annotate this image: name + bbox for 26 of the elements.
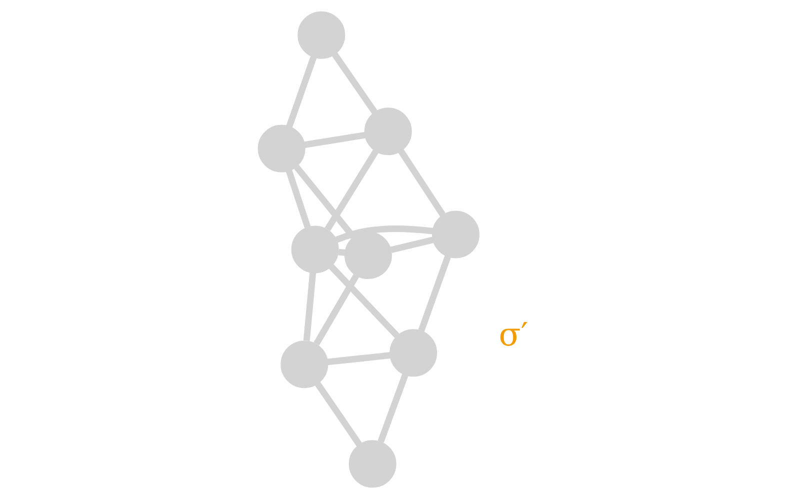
node-circle: [390, 329, 438, 377]
connector: [303, 272, 316, 342]
node-circle: [298, 11, 346, 59]
connector: [324, 150, 378, 232]
node-circle: [291, 226, 339, 274]
connector: [332, 52, 378, 114]
label: σ′: [498, 316, 528, 354]
node-circle: [364, 108, 412, 156]
connector: [314, 274, 360, 346]
node-circle: [344, 232, 392, 280]
connector: [418, 255, 451, 332]
connector: [286, 170, 311, 228]
connector: [328, 264, 400, 338]
connector: [398, 149, 446, 217]
connector: [378, 374, 408, 443]
node-circle: [348, 440, 396, 488]
node-circle: [280, 340, 328, 388]
connector: [304, 132, 366, 148]
node-circle: [432, 210, 480, 258]
node-circle: [258, 124, 306, 172]
connector: [327, 352, 390, 366]
connector: [338, 248, 346, 256]
connector: [286, 56, 317, 128]
connector: [315, 382, 362, 446]
connector: [390, 236, 434, 253]
connector: [335, 226, 433, 243]
